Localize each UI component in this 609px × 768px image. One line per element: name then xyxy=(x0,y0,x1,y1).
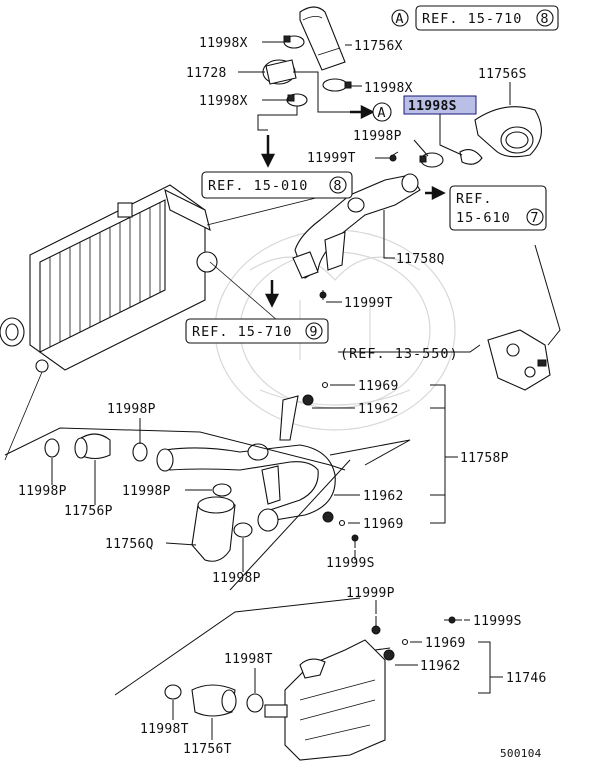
clamp-11998t-right xyxy=(246,693,264,713)
bolt-11999s-right xyxy=(444,616,462,624)
label-11999s-2[interactable]: 11999S xyxy=(473,614,522,629)
clamp-11998p-center xyxy=(212,483,232,497)
highlight-11998s xyxy=(403,95,477,115)
clamp-11998p-bottom xyxy=(233,522,253,538)
label-11756p[interactable]: 11756P xyxy=(64,504,113,519)
label-11758p[interactable]: 11758P xyxy=(460,451,509,466)
ref-13-550-label[interactable]: (REF. 13-550) xyxy=(340,346,459,362)
fitting-11728 xyxy=(262,59,297,85)
label-11756q[interactable]: 11756Q xyxy=(105,537,154,552)
clamp-11998x-top xyxy=(283,35,305,49)
label-11728[interactable]: 11728 xyxy=(186,66,227,81)
bolt-11999p xyxy=(371,616,381,635)
ref-15-710-top-label: REF. 15-710 xyxy=(422,11,522,27)
clamp-11998x-mid xyxy=(322,78,352,92)
ref-box-15-710-top[interactable]: A REF. 15-710 8 xyxy=(391,5,559,31)
hose-11756p xyxy=(74,433,111,460)
label-11998x-3[interactable]: 11998X xyxy=(199,94,248,109)
label-11999t-2[interactable]: 11999T xyxy=(344,296,393,311)
pipe-11758p xyxy=(156,395,336,532)
clamp-11998p-top xyxy=(419,152,444,168)
clamp-11998t-left xyxy=(164,684,182,700)
label-11756s[interactable]: 11756S xyxy=(478,67,527,82)
label-11969-3[interactable]: 11969 xyxy=(425,636,466,651)
bolt-11999t-top xyxy=(389,151,399,162)
bolt-11969-low xyxy=(338,519,346,527)
label-11998p-5[interactable]: 11998P xyxy=(212,571,261,586)
ref-15-010-label: REF. 15-010 xyxy=(208,178,308,194)
label-11998p-3[interactable]: 11998P xyxy=(18,484,67,499)
bolt-11969-bottom xyxy=(401,638,409,646)
ref-a-mid-label: A xyxy=(377,105,386,121)
ref-15-710-top-circle: 8 xyxy=(540,11,549,27)
label-11998p-1[interactable]: 11998P xyxy=(353,129,402,144)
label-11998t-2[interactable]: 11998T xyxy=(140,722,189,737)
bolt-11969-top xyxy=(321,381,329,389)
nut-11962-bottom xyxy=(383,649,395,661)
label-11999p[interactable]: 11999P xyxy=(346,586,395,601)
ref-15-610-circle: 7 xyxy=(530,210,539,226)
part-labels: 11998X 11756X 11728 11998X 11998X 11756S… xyxy=(18,36,547,760)
ref-15-710-mid-circle: 9 xyxy=(309,324,318,340)
flow-arrows xyxy=(260,104,446,308)
clamp-11998p-left xyxy=(44,438,60,458)
intercooler xyxy=(0,184,218,373)
tank-11746 xyxy=(264,639,391,761)
ref-15-710-mid-label: REF. 15-710 xyxy=(192,324,292,340)
ref-box-15-010[interactable]: REF. 15-010 8 xyxy=(201,171,353,199)
label-11998x-1[interactable]: 11998X xyxy=(199,36,248,51)
diagram-number: 500104 xyxy=(500,747,542,760)
throttle-body xyxy=(487,329,551,391)
ref-15-010-circle: 8 xyxy=(333,178,342,194)
ref-a-top-label: A xyxy=(395,11,404,27)
label-11998x-2[interactable]: 11998X xyxy=(364,81,413,96)
label-11999s-1[interactable]: 11999S xyxy=(326,556,375,571)
ref-a-mid[interactable]: A xyxy=(372,102,392,122)
ref-15-610-line1: REF. xyxy=(456,191,493,207)
hose-11756t xyxy=(191,684,237,717)
hose-11756x xyxy=(299,6,346,71)
clamp-11998p-mid-left xyxy=(132,442,148,462)
label-11756t[interactable]: 11756T xyxy=(183,742,232,757)
label-11969-2[interactable]: 11969 xyxy=(363,517,404,532)
bolt-11999s-mid xyxy=(351,534,359,548)
label-11756x[interactable]: 11756X xyxy=(354,39,403,54)
hose-11756s xyxy=(474,106,542,158)
ref-15-610-line2: 15-610 xyxy=(456,210,511,226)
label-11758q[interactable]: 11758Q xyxy=(396,252,445,267)
label-11962-2[interactable]: 11962 xyxy=(363,489,404,504)
nut-11962-top xyxy=(302,394,314,406)
leader-intercooler-low xyxy=(4,371,43,461)
label-11998p-2[interactable]: 11998P xyxy=(107,402,156,417)
label-11746[interactable]: 11746 xyxy=(506,671,547,686)
ref-box-15-710-mid[interactable]: REF. 15-710 9 xyxy=(185,318,329,344)
leader-lines xyxy=(4,41,561,740)
clamp-11998x-low xyxy=(286,93,308,107)
label-11969-1[interactable]: 11969 xyxy=(358,379,399,394)
label-11962-3[interactable]: 11962 xyxy=(420,659,461,674)
nut-11962-low xyxy=(322,511,334,523)
label-11998s[interactable]: 11998S xyxy=(408,99,457,114)
pipe-11758q xyxy=(292,173,421,279)
hose-11756q xyxy=(191,496,236,562)
label-11999t-1[interactable]: 11999T xyxy=(307,151,356,166)
label-11962-1[interactable]: 11962 xyxy=(358,402,399,417)
label-11998t-1[interactable]: 11998T xyxy=(224,652,273,667)
bolt-11999t-low xyxy=(319,290,327,300)
label-11998p-4[interactable]: 11998P xyxy=(122,484,171,499)
ref-box-15-610[interactable]: REF. 15-610 7 xyxy=(449,185,547,231)
clamp-11998s xyxy=(459,149,483,165)
